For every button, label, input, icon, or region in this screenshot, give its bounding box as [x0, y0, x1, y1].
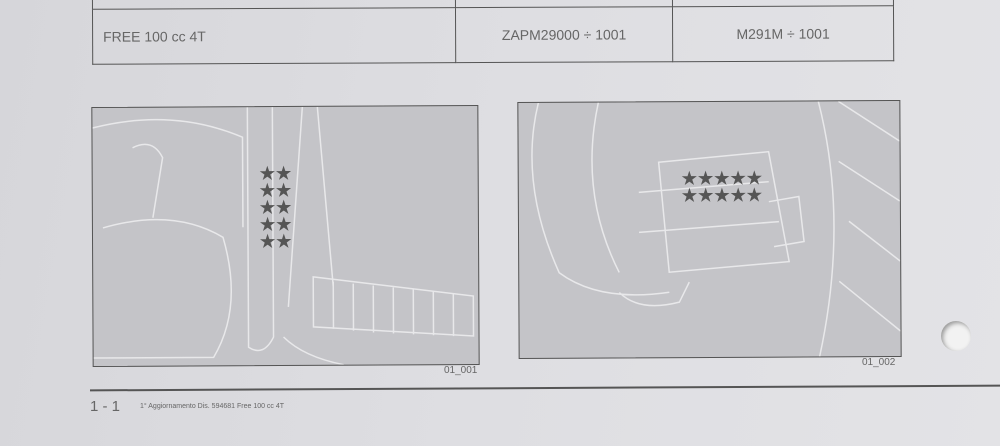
engine-illustration: [531, 101, 901, 357]
footer-divider: [90, 384, 1000, 391]
model-cell: FREE 100 cc 4T: [92, 7, 456, 65]
frame-number-figure: ★★ ★★ ★★ ★★ ★★: [91, 104, 480, 368]
engine-number-stars: ★★★★★ ★★★★★: [681, 168, 764, 206]
table-row: FREE 100 cc 4T ZAPM29000 ÷ 1001 M291M ÷ …: [92, 5, 894, 65]
star-row: ★★: [259, 214, 293, 235]
engine-number-cell: M291M ÷ 1001: [672, 5, 894, 62]
footer-note: 1° Aggiornamento Dis. 594681 Free 100 cc…: [140, 403, 285, 410]
star-row: ★★: [259, 180, 293, 201]
identification-table: FREE 100 cc 4T ZAPM29000 ÷ 1001 M291M ÷ …: [92, 0, 894, 65]
star-row: ★★★★★: [681, 168, 763, 189]
frame-number-stars: ★★ ★★ ★★ ★★ ★★: [259, 163, 293, 252]
star-row: ★★★★★: [681, 185, 764, 206]
page-number: 1 - 1: [90, 398, 121, 415]
star-row: ★★: [259, 197, 293, 218]
frame-number-cell: ZAPM29000 ÷ 1001: [455, 6, 673, 63]
star-row: ★★: [259, 231, 293, 252]
figure-label: 01_001: [444, 365, 478, 376]
figure-label: 01_002: [862, 357, 896, 368]
engine-number-figure: ★★★★★ ★★★★★: [517, 99, 902, 360]
frame-illustration: [92, 106, 475, 366]
star-row: ★★: [259, 163, 293, 184]
binder-hole: [941, 321, 971, 351]
